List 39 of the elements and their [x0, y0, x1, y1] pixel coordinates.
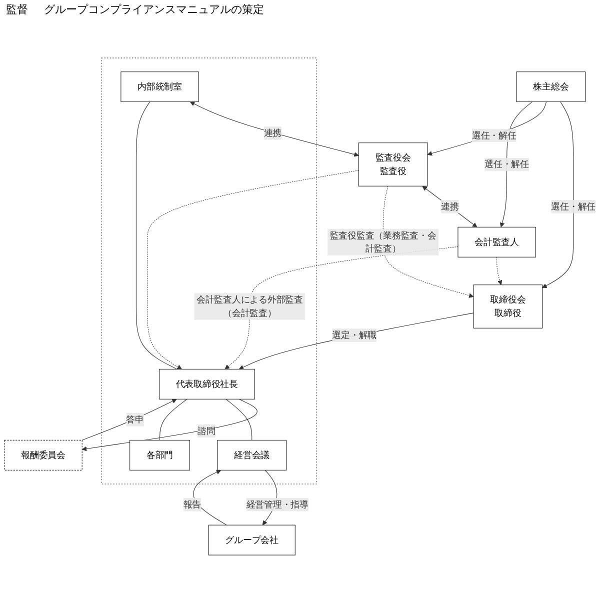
- arrow: [496, 256, 502, 286]
- edge-label: 諮問: [198, 425, 216, 436]
- node-box: 監査役会 監査役: [358, 142, 428, 186]
- edge-label: 選任・解任: [472, 130, 516, 140]
- arrow: [382, 186, 474, 298]
- edge-label: 報告: [183, 499, 202, 510]
- arrow: [542, 102, 574, 288]
- edge-label: 会計監査人による外部監査（会計監査）: [196, 294, 303, 318]
- node-box: 報酬委員会: [4, 440, 82, 470]
- arrow: [147, 170, 359, 370]
- arrow: [193, 470, 227, 526]
- arrow: [190, 102, 359, 157]
- arrow: [422, 186, 478, 228]
- node-box: 経営会議: [217, 440, 287, 470]
- edge-label: 連携: [441, 201, 459, 212]
- node-box: 会計監査人: [458, 226, 536, 258]
- note-text: グループコンプライアンスマニュアルの策定: [44, 2, 264, 17]
- edge-label: 答申: [126, 414, 144, 425]
- edge-label: 監査役監査（業務監査・会計監査）: [330, 230, 436, 254]
- node-box: 内部統制室: [120, 72, 199, 102]
- cluster: [101, 58, 317, 484]
- note-text: 監督: [6, 2, 28, 17]
- edge-label: 選定・解職: [332, 330, 377, 340]
- arrow: [427, 102, 547, 156]
- connector: [160, 398, 188, 440]
- connector: [136, 102, 178, 370]
- node-box: 株主総会: [516, 72, 586, 102]
- edge-label: 選任・解任: [484, 158, 529, 170]
- arrow: [82, 398, 177, 440]
- connector: [226, 398, 252, 440]
- edge-label: 選任・解任: [551, 201, 596, 212]
- node-box: 各部門: [130, 440, 190, 470]
- node-box: 代表取締役社長: [158, 368, 255, 400]
- edge-label: 連携: [264, 128, 282, 138]
- arrow: [238, 312, 474, 370]
- arrow: [82, 398, 258, 452]
- node-box: 取締役会 取締役: [473, 284, 543, 328]
- node-box: グループ会社: [208, 524, 296, 556]
- edge-label: 経営管理・指導: [246, 499, 308, 510]
